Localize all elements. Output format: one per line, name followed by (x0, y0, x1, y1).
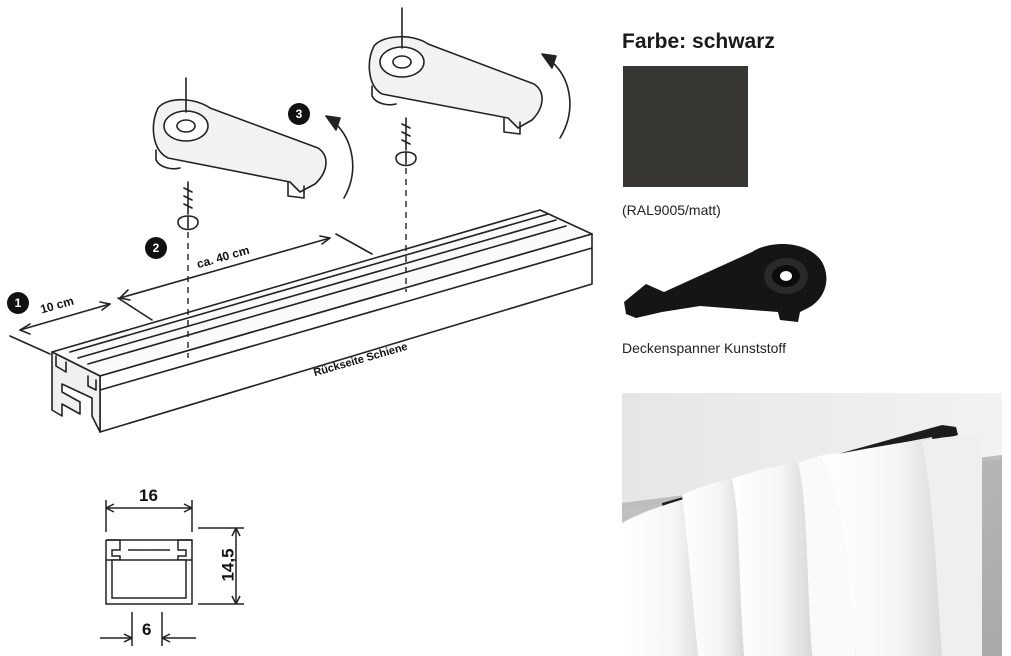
screw-left (177, 181, 199, 231)
rail-groove-line (77, 219, 557, 359)
color-heading: Farbe: schwarz (622, 30, 775, 53)
rail-end-hook (87, 375, 97, 391)
rail-groove-line (69, 213, 549, 353)
ceiling (622, 393, 1002, 503)
step-1-badge: 1 (7, 292, 29, 314)
rail-groove-line (87, 225, 567, 365)
rail-end-profile (51, 351, 101, 433)
dim-extension (117, 297, 153, 321)
ral-code: (RAL9005/matt) (622, 202, 721, 218)
rotate-arrow (335, 123, 354, 199)
ceiling-clip-product (624, 243, 827, 322)
rotate-arrow (551, 61, 571, 139)
curtain-rail-photo (622, 393, 1002, 656)
dim-line-10cm (19, 303, 111, 331)
profile-cross-section (100, 500, 244, 646)
dim-extension (9, 335, 51, 355)
ceiling-clip-left (152, 98, 327, 199)
dim-line-40cm (119, 237, 331, 299)
clip-caption: Deckenspanner Kunststoff (622, 340, 786, 356)
rotate-arrow-head (325, 115, 341, 131)
profile-width-label: 16 (139, 486, 158, 505)
step-2-badge: 2 (145, 237, 167, 259)
step-3-badge: 3 (288, 103, 310, 125)
profile-height-label: 14,5 (218, 548, 238, 582)
color-swatch (623, 66, 748, 187)
rail-end-hook (55, 355, 67, 373)
screw-right (395, 117, 417, 167)
profile-opening-label: 6 (142, 620, 152, 639)
ceiling-clip-right (368, 35, 543, 135)
rotate-arrow-head (541, 53, 557, 69)
rail-front-line (99, 247, 593, 391)
dim-extension (335, 233, 373, 255)
